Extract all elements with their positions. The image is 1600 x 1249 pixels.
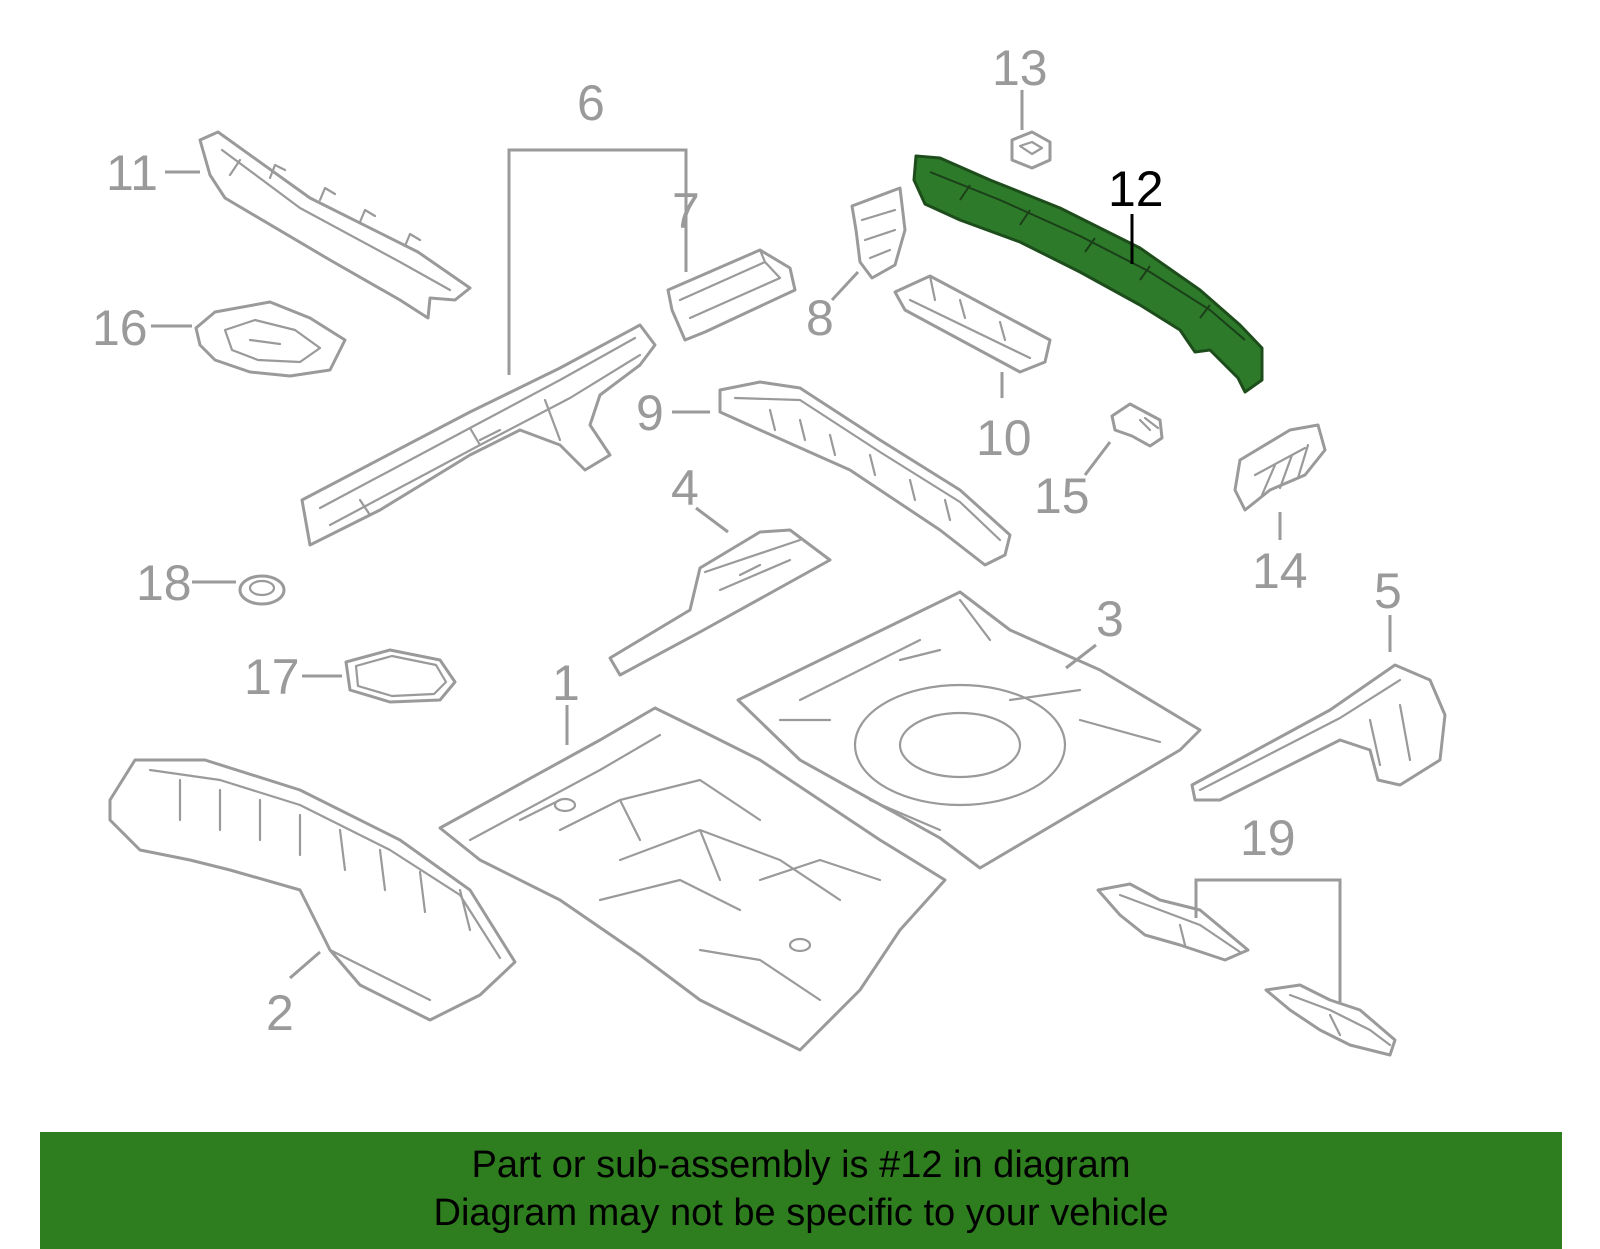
part-16[interactable] xyxy=(194,300,347,378)
part-18[interactable] xyxy=(238,574,286,606)
info-banner: Part or sub-assembly is #12 in diagram D… xyxy=(40,1132,1562,1249)
part-8[interactable] xyxy=(850,186,907,280)
callout-8: 8 xyxy=(806,290,834,346)
part-9[interactable] xyxy=(718,380,1012,567)
part-15[interactable] xyxy=(1110,402,1164,448)
callout-1: 1 xyxy=(552,655,580,711)
callout-17: 17 xyxy=(244,649,300,705)
callout-numbers: 11 16 6 7 13 12 8 9 10 15 14 4 3 5 18 17… xyxy=(92,40,1402,1041)
callout-18: 18 xyxy=(136,555,192,611)
callout-14: 14 xyxy=(1252,543,1308,599)
leader-lines xyxy=(151,90,1392,1002)
callout-7: 7 xyxy=(672,183,700,239)
callout-4: 4 xyxy=(671,460,699,516)
callout-6: 6 xyxy=(577,75,605,131)
callout-19: 19 xyxy=(1240,810,1296,866)
callout-9: 9 xyxy=(636,385,664,441)
callout-12: 12 xyxy=(1108,161,1164,217)
part-10[interactable] xyxy=(893,274,1052,374)
callout-5: 5 xyxy=(1374,563,1402,619)
banner-line-2: Diagram may not be specific to your vehi… xyxy=(433,1192,1169,1234)
callout-11: 11 xyxy=(106,145,158,201)
part-14[interactable] xyxy=(1233,423,1327,512)
callout-2: 2 xyxy=(266,985,294,1041)
parts-diagram: 11 16 6 7 13 12 8 9 10 15 14 4 3 5 18 17… xyxy=(92,40,1447,1057)
part-2[interactable] xyxy=(108,758,517,1022)
part-13[interactable] xyxy=(1010,130,1052,170)
callout-16: 16 xyxy=(92,300,148,356)
callout-15: 15 xyxy=(1034,468,1090,524)
part-5[interactable] xyxy=(1190,663,1447,802)
callout-10: 10 xyxy=(976,410,1032,466)
part-12-highlighted[interactable] xyxy=(912,154,1264,394)
callout-13: 13 xyxy=(992,40,1048,96)
part-3[interactable] xyxy=(736,590,1202,870)
part-1[interactable] xyxy=(438,706,947,1052)
part-17[interactable] xyxy=(344,648,457,704)
part-6[interactable] xyxy=(300,323,657,547)
callout-3: 3 xyxy=(1096,591,1124,647)
part-19[interactable] xyxy=(1096,882,1397,1057)
part-11[interactable] xyxy=(198,130,472,320)
part-4[interactable] xyxy=(608,528,832,677)
banner-line-1: Part or sub-assembly is #12 in diagram xyxy=(471,1144,1131,1186)
part-7[interactable] xyxy=(666,248,797,342)
